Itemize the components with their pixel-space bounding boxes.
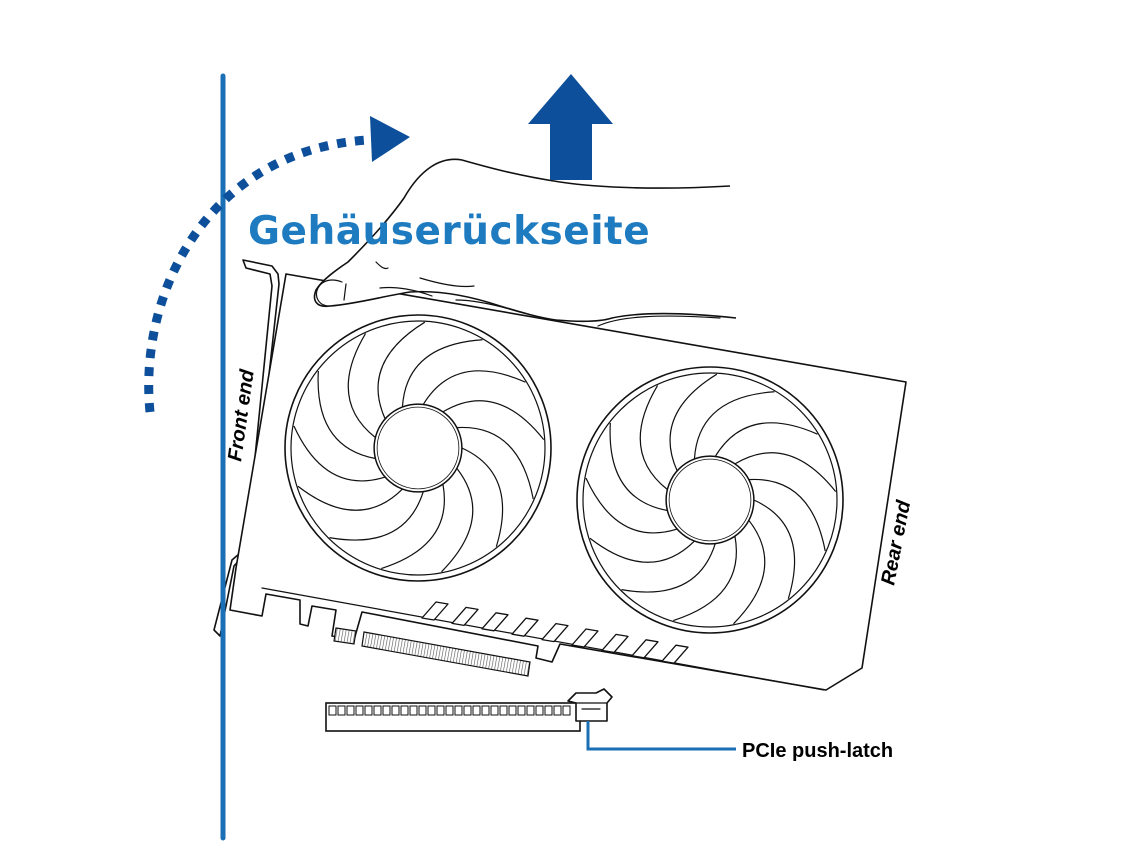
pcie-gold-fingers [333,627,531,677]
hand-icon [313,158,737,327]
slot-pins [328,705,571,716]
pcie-slot [325,702,581,732]
latch-callout-line [586,721,736,751]
io-bracket [213,259,280,637]
dotted-curved-arrow-icon [144,116,410,413]
fan-icon [284,314,552,582]
graphics-card [213,259,907,691]
fan-icon [576,366,844,634]
diagram-title: Gehäuserückseite [248,209,650,254]
latch-label: PCIe push-latch [742,740,893,762]
up-arrow-icon [528,74,613,180]
front-end-label: Front end [224,368,259,463]
heatsink-vents [421,601,689,664]
pcie-push-latch [567,688,613,722]
